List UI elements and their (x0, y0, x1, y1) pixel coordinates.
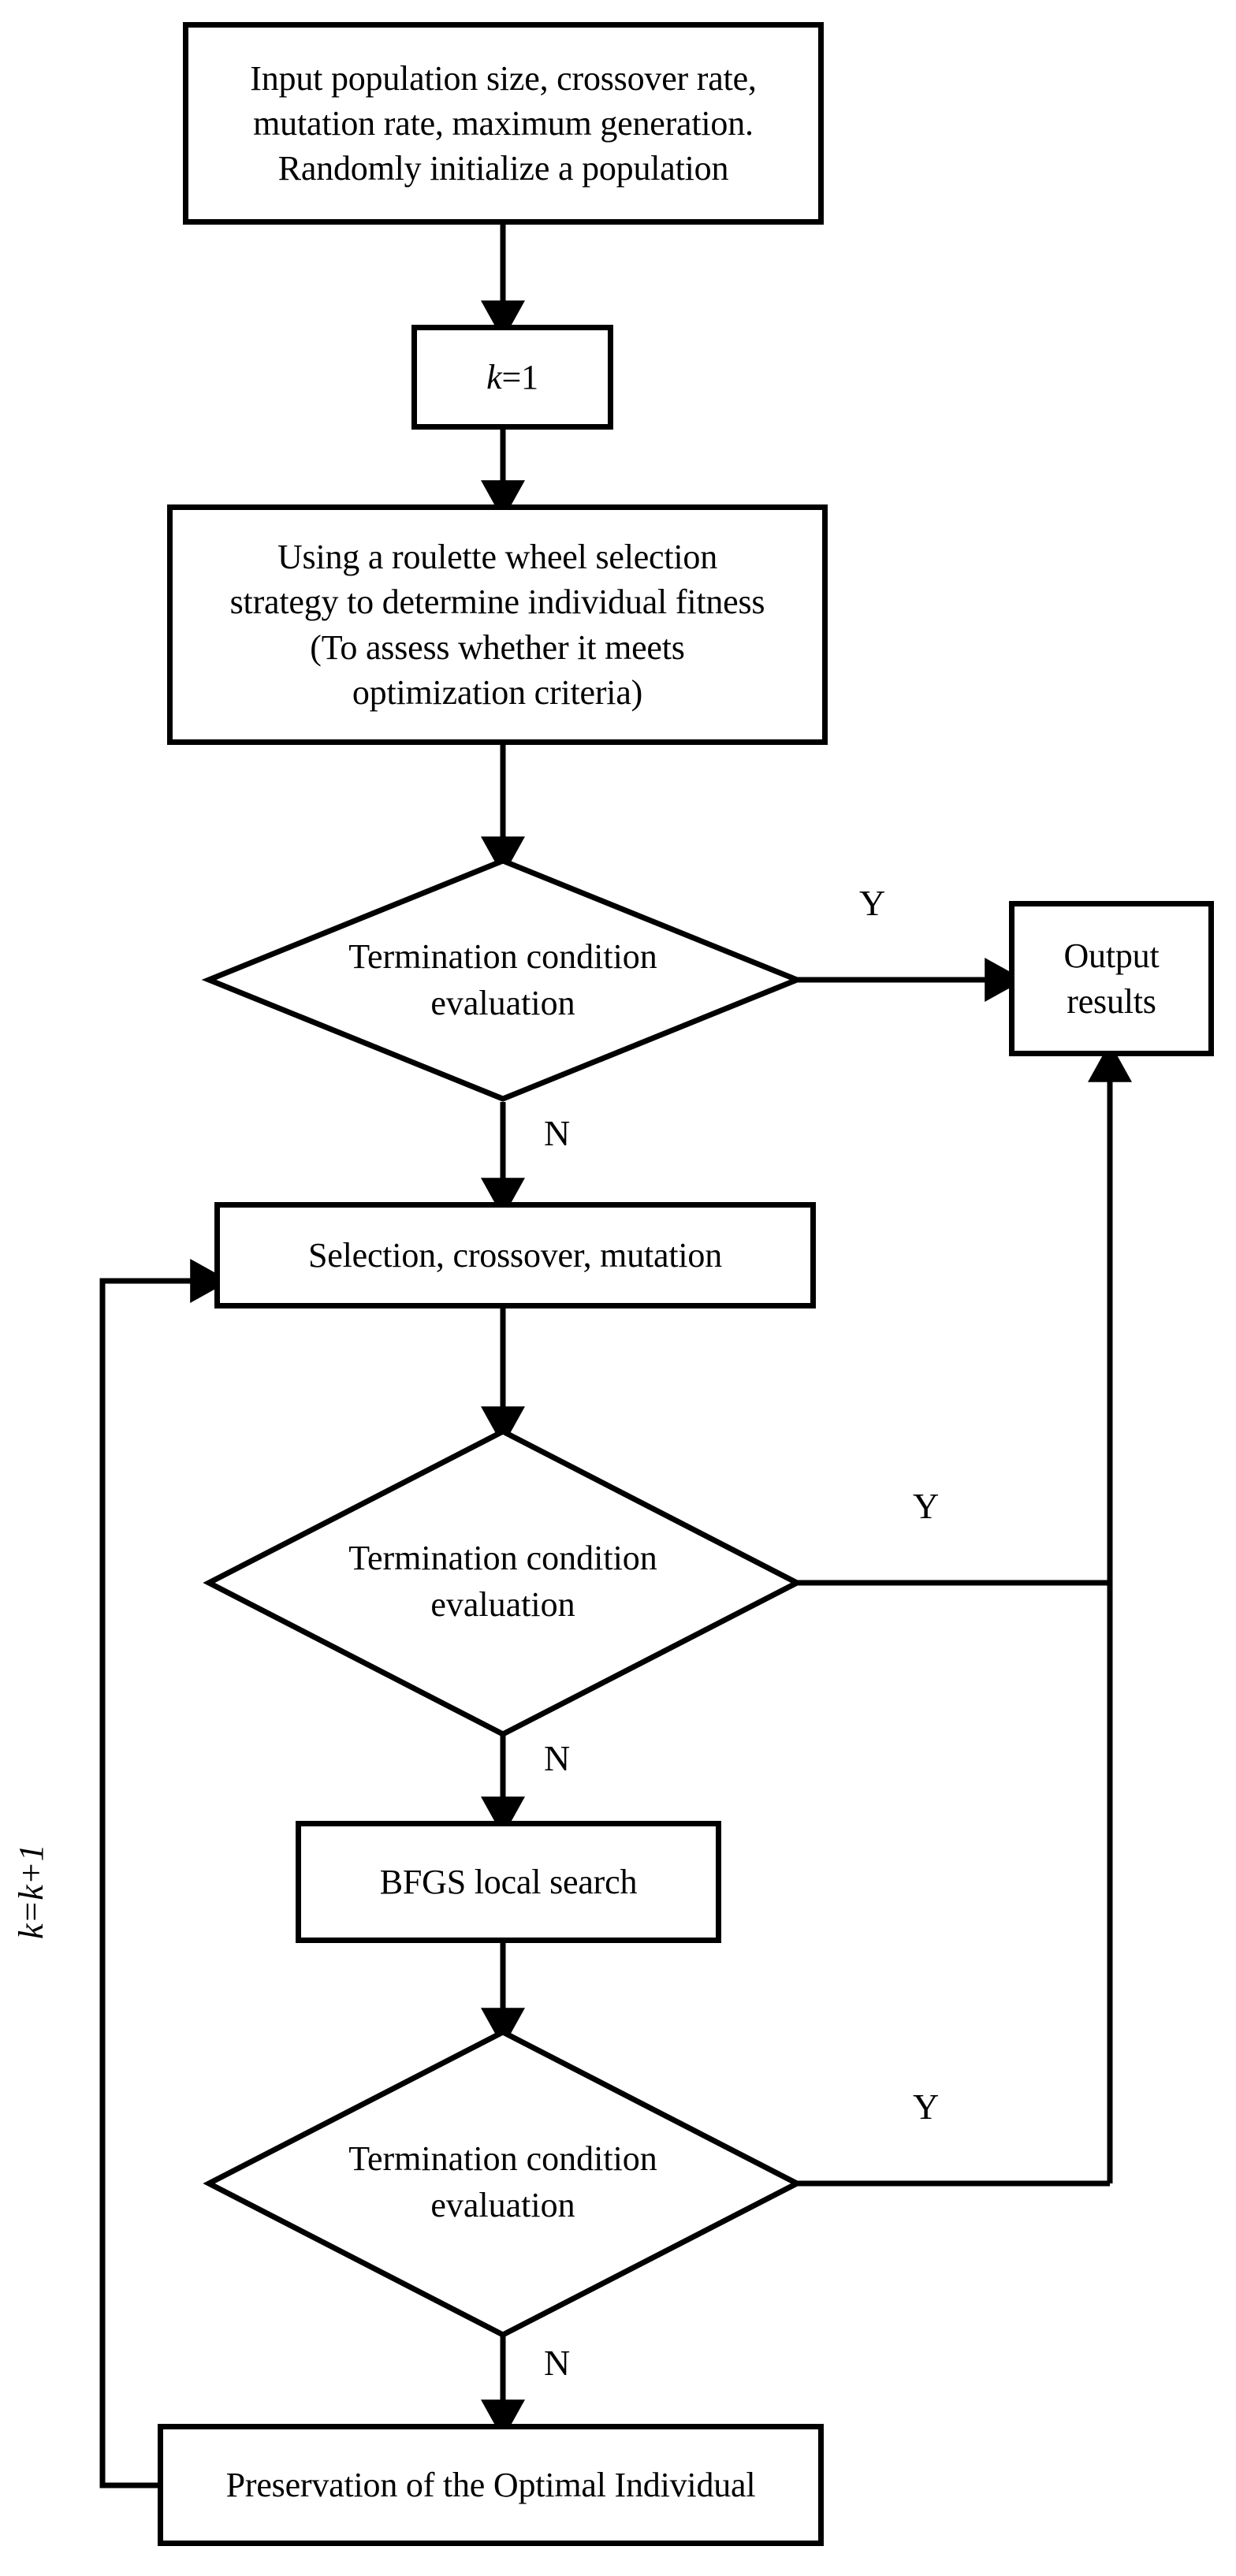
k-init-value: =1 (501, 357, 538, 396)
output-results-line-1: Output (1063, 936, 1160, 976)
input-parameters-text: Input population size, crossover rate, m… (188, 56, 818, 192)
k-init-variable: k (486, 357, 502, 396)
edge-label-no-1: N (544, 1113, 571, 1153)
input-parameters-box[interactable]: Input population size, crossover rate, m… (183, 22, 824, 225)
output-results-line-2: results (1067, 981, 1156, 1021)
output-results-text: Output results (1014, 933, 1208, 1023)
decision2-diamond (203, 1428, 803, 1737)
edge-label-yes-1: Y (859, 883, 886, 923)
preserve-optimal-label: Preservation of the Optimal Individual (225, 2465, 756, 2504)
roulette-selection-text: Using a roulette wheel selection strateg… (173, 534, 822, 715)
output-results-box[interactable]: Output results (1009, 901, 1214, 1056)
input-parameters-line-3: Randomly initialize a population (277, 149, 729, 188)
edge-label-no-3: N (544, 2343, 571, 2383)
ga-operators-label: Selection, crossover, mutation (307, 1235, 722, 1275)
ga-operators-box[interactable]: Selection, crossover, mutation (214, 1202, 816, 1308)
loop-counter-expression: =k+1 (12, 1844, 50, 1924)
k-init-box[interactable]: k=1 (411, 325, 613, 430)
roulette-line-4: optimization criteria) (352, 672, 643, 712)
input-parameters-line-2: mutation rate, maximum generation. (253, 103, 754, 143)
bfgs-local-search-box[interactable]: BFGS local search (296, 1821, 721, 1943)
roulette-selection-box[interactable]: Using a roulette wheel selection strateg… (167, 504, 828, 745)
edge-label-yes-3: Y (913, 2086, 940, 2127)
edge-label-yes-2: Y (913, 1486, 940, 1526)
loop-counter-variable: k (12, 1923, 50, 1939)
decision1-diamond (201, 858, 805, 1102)
bfgs-local-search-label: BFGS local search (379, 1862, 638, 1901)
loop-counter-label: k=k+1 (12, 1844, 50, 1939)
roulette-line-1: Using a roulette wheel selection (277, 538, 718, 577)
input-parameters-line-1: Input population size, crossover rate, (250, 58, 757, 98)
roulette-line-3: (To assess whether it meets (310, 627, 685, 667)
decision3-diamond (203, 2029, 803, 2338)
k-init-text: k=1 (417, 355, 608, 400)
preserve-optimal-box[interactable]: Preservation of the Optimal Individual (158, 2424, 824, 2546)
roulette-line-2: strategy to determine individual fitness (229, 583, 765, 622)
edge-preserve-feedback-loop (99, 1259, 230, 2489)
edge-label-no-2: N (544, 1738, 571, 1778)
